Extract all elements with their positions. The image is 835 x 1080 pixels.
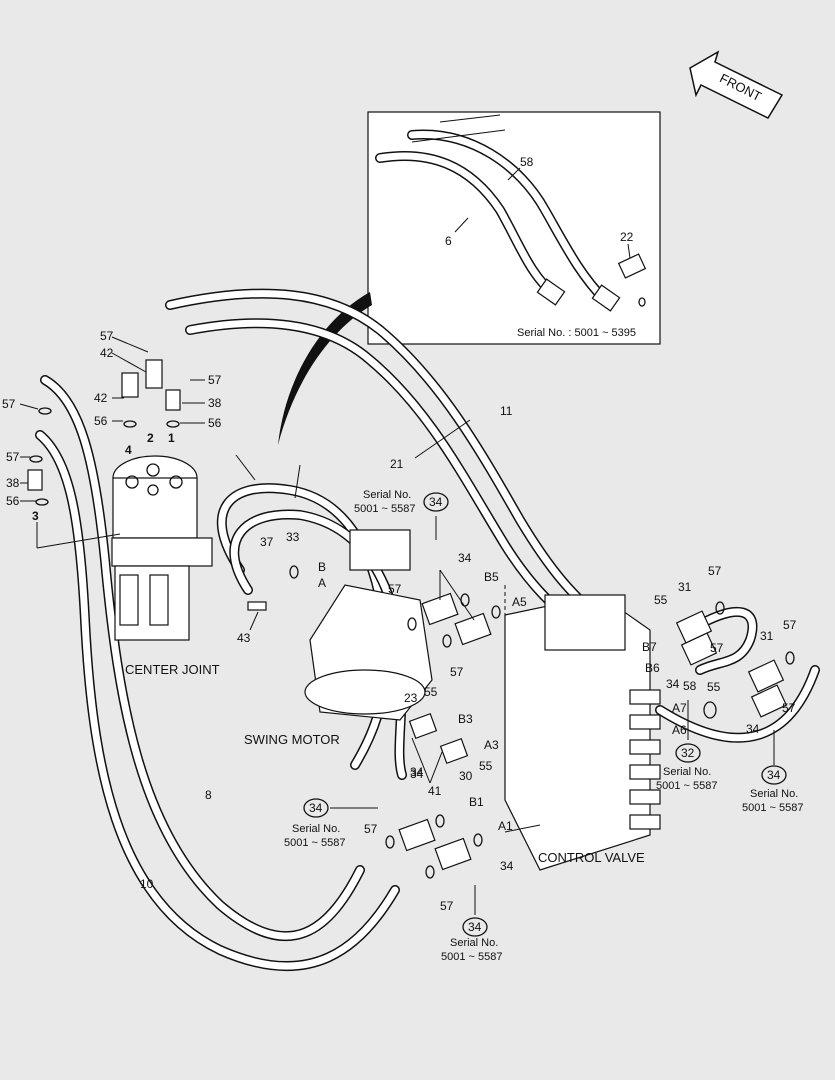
svg-text:55: 55 xyxy=(479,759,493,773)
svg-text:5001 ~ 5587: 5001 ~ 5587 xyxy=(441,951,502,963)
svg-text:57: 57 xyxy=(710,641,724,655)
svg-text:38: 38 xyxy=(6,476,20,490)
leader-lines xyxy=(19,336,775,915)
svg-text:A7: A7 xyxy=(672,701,687,715)
svg-text:5001 ~ 5587: 5001 ~ 5587 xyxy=(354,503,415,515)
svg-text:A1: A1 xyxy=(498,819,513,833)
swing-motor xyxy=(304,529,433,721)
fittings xyxy=(27,359,795,879)
svg-text:21: 21 xyxy=(390,457,404,471)
callout-34-b: 34 xyxy=(309,801,323,815)
svg-text:34: 34 xyxy=(458,551,472,565)
svg-text:33: 33 xyxy=(286,530,300,544)
svg-text:Serial No.: Serial No. xyxy=(292,823,340,835)
svg-text:1: 1 xyxy=(168,431,175,445)
svg-text:31: 31 xyxy=(760,629,774,643)
svg-text:5001 ~ 5587: 5001 ~ 5587 xyxy=(656,780,717,792)
svg-text:57: 57 xyxy=(208,373,222,387)
svg-text:B3: B3 xyxy=(458,712,473,726)
svg-text:55: 55 xyxy=(654,593,668,607)
svg-text:56: 56 xyxy=(208,416,222,430)
callout-32: 32 xyxy=(681,746,695,760)
svg-text:A: A xyxy=(318,576,326,590)
svg-text:55: 55 xyxy=(707,680,721,694)
control-valve-label: CONTROL VALVE xyxy=(538,850,645,865)
svg-text:11: 11 xyxy=(500,404,513,418)
callout-34-d: 34 xyxy=(767,768,781,782)
svg-text:A6: A6 xyxy=(672,723,687,737)
svg-text:Serial No.: Serial No. xyxy=(450,937,498,949)
svg-text:38: 38 xyxy=(208,396,222,410)
svg-text:42: 42 xyxy=(94,391,108,405)
center-joint-label: CENTER JOINT xyxy=(125,662,220,677)
svg-text:5001 ~ 5587: 5001 ~ 5587 xyxy=(284,837,345,849)
svg-text:37: 37 xyxy=(260,535,274,549)
svg-text:B: B xyxy=(318,560,326,574)
serial-notes: Serial No. 5001 ~ 5587 Serial No. 5001 ~… xyxy=(284,489,803,963)
callout-34-a: 34 xyxy=(429,495,443,509)
svg-text:31: 31 xyxy=(678,580,692,594)
svg-text:57: 57 xyxy=(100,329,114,343)
svg-text:A3: A3 xyxy=(484,738,499,752)
svg-text:57: 57 xyxy=(783,618,797,632)
svg-text:56: 56 xyxy=(6,494,20,508)
svg-text:43: 43 xyxy=(237,631,251,645)
inset-serial: Serial No. : 5001 ~ 5395 xyxy=(517,327,636,339)
part-6: 6 xyxy=(445,234,452,248)
svg-text:42: 42 xyxy=(100,346,114,360)
svg-text:57: 57 xyxy=(364,822,378,836)
part-number-labels: 11 21 8 10 57 42 42 57 38 56 56 57 57 38… xyxy=(2,329,797,913)
svg-text:A5: A5 xyxy=(512,595,527,609)
svg-text:57: 57 xyxy=(440,899,454,913)
svg-text:55: 55 xyxy=(424,685,438,699)
svg-text:34: 34 xyxy=(410,767,424,781)
svg-text:5001 ~ 5587: 5001 ~ 5587 xyxy=(742,802,803,814)
svg-text:57: 57 xyxy=(450,665,464,679)
svg-text:2: 2 xyxy=(147,431,154,445)
svg-text:41: 41 xyxy=(428,784,442,798)
swing-motor-label: SWING MOTOR xyxy=(244,732,340,747)
svg-text:56: 56 xyxy=(94,414,108,428)
hoses-10-11 xyxy=(165,288,615,640)
svg-text:57: 57 xyxy=(388,582,402,596)
callout-34-c: 34 xyxy=(468,920,482,934)
svg-text:B6: B6 xyxy=(645,661,660,675)
svg-text:57: 57 xyxy=(6,450,20,464)
svg-text:3: 3 xyxy=(32,509,39,523)
svg-text:8: 8 xyxy=(205,788,212,802)
svg-text:B7: B7 xyxy=(642,640,657,654)
svg-text:Serial No.: Serial No. xyxy=(663,766,711,778)
svg-text:B1: B1 xyxy=(469,795,484,809)
joint-port-numbers: 1 2 3 4 xyxy=(32,431,175,523)
svg-text:34: 34 xyxy=(666,677,680,691)
part-22-inset: 22 xyxy=(620,230,634,244)
svg-text:30: 30 xyxy=(459,769,473,783)
control-valve xyxy=(504,585,661,871)
svg-text:4: 4 xyxy=(125,443,132,457)
front-arrow: FRONT xyxy=(689,50,784,119)
svg-text:Serial No.: Serial No. xyxy=(363,489,411,501)
svg-text:34: 34 xyxy=(500,859,514,873)
svg-text:57: 57 xyxy=(708,564,722,578)
detail-pointer xyxy=(278,292,372,445)
svg-text:10: 10 xyxy=(140,877,154,891)
svg-text:B5: B5 xyxy=(484,570,499,584)
svg-text:57: 57 xyxy=(782,701,796,715)
port-labels: B A A1 B1 A3 B3 A5 B5 A6 B6 A7 B7 xyxy=(318,560,687,833)
svg-text:Serial No.: Serial No. xyxy=(750,788,798,800)
svg-text:57: 57 xyxy=(2,397,16,411)
callout-circles: 34 34 34 34 32 xyxy=(303,492,787,937)
svg-text:23: 23 xyxy=(404,691,418,705)
svg-text:34: 34 xyxy=(746,722,760,736)
svg-text:58: 58 xyxy=(683,679,697,693)
center-joint xyxy=(111,455,213,641)
hoses-8-9 xyxy=(35,375,400,971)
svg-text:34: 34 xyxy=(410,765,424,779)
inset-detail: 58 6 22 Serial No. : 5001 ~ 5395 xyxy=(367,111,661,345)
part-7: 58 xyxy=(520,155,534,169)
